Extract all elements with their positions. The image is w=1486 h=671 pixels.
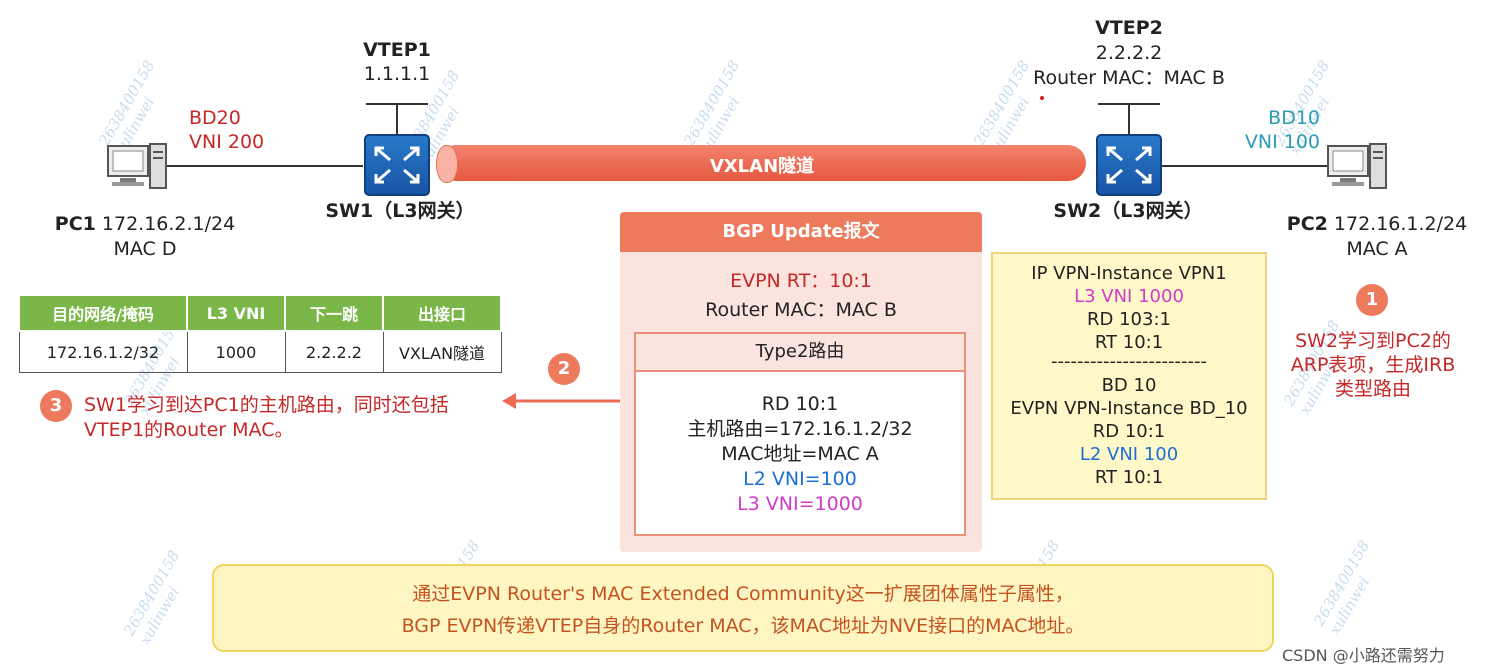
pc2-mac: MAC A	[1346, 238, 1408, 260]
vpn-evpn-instance: EVPN VPN-Instance BD_10	[1010, 398, 1248, 419]
vpn-instance-box: IP VPN-Instance VPN1 L3 VNI 1000 RD 103:…	[991, 252, 1267, 500]
cell-l3vni: 1000	[186, 330, 286, 373]
bgp-evpn-rt: EVPN RT：10:1	[730, 270, 872, 292]
pc1-mac: MAC D	[113, 238, 177, 260]
pc2-vni: VNI 100	[1244, 131, 1320, 153]
sw1-switch-icon	[364, 134, 430, 196]
cell-interface: VXLAN隧道	[382, 330, 502, 373]
note-line1: 通过EVPN Router's MAC Extended Community这一…	[412, 583, 1074, 605]
pc2-link	[1162, 165, 1327, 167]
vtep1-stem	[396, 104, 398, 134]
note-box: 通过EVPN Router's MAC Extended Community这一…	[212, 564, 1274, 652]
step-1-text: SW2学习到PC2的 ARP表项，生成IRB 类型路由	[1290, 330, 1456, 400]
pc2-ip: 172.16.1.2/24	[1333, 213, 1468, 235]
vtep2-ip: 2.2.2.2	[1095, 42, 1163, 64]
csdn-credit: CSDN @小路还需努力	[1282, 646, 1445, 665]
type2-rd: RD 10:1	[761, 393, 839, 415]
pc1-computer-icon	[106, 142, 168, 196]
pc2-bd-vni: BD10 VNI 100	[1240, 106, 1320, 154]
step-3-text: SW1学习到达PC1的主机路由，同时还包括 VTEP1的Router MAC。	[84, 394, 449, 441]
vxlan-tunnel	[438, 145, 1086, 181]
vpn-bd: BD 10	[1101, 375, 1157, 396]
vpn-evpn-rt: RT 10:1	[1094, 467, 1164, 488]
vpn-l3vni: L3 VNI 1000	[1074, 286, 1184, 307]
sw1-label: SW1（L3网关）	[325, 200, 475, 222]
arrow-to-sw1	[500, 391, 622, 415]
pc2-computer-icon	[1326, 142, 1388, 196]
type2-l2vni: L2 VNI=100	[743, 468, 857, 490]
vtep2-label: VTEP2 2.2.2.2 Router MAC：MAC B	[1004, 16, 1254, 91]
step-3-badge: 3	[40, 390, 72, 422]
vtep2-stem	[1128, 104, 1130, 134]
pc1-label: PC1 172.16.2.1/24 MAC D	[30, 212, 260, 262]
sw2-label: SW2（L3网关）	[1053, 200, 1203, 222]
vtep2-bar	[1098, 103, 1160, 105]
vpn-l2vni: L2 VNI 100	[1079, 444, 1179, 465]
col-l3vni: L3 VNI	[186, 294, 286, 332]
red-dot	[1040, 96, 1044, 100]
table-row: 172.16.1.2/32 1000 2.2.2.2 VXLAN隧道	[18, 330, 502, 373]
vpn-evpn-rd: RD 10:1	[1092, 421, 1166, 442]
pc1-link	[165, 165, 363, 167]
vtep1-bar	[366, 103, 428, 105]
cell-dest: 172.16.1.2/32	[18, 330, 188, 373]
pc1-ip: 172.16.2.1/24	[101, 213, 236, 235]
step-1-badge: 1	[1356, 284, 1388, 316]
pc2-label: PC2 172.16.1.2/24 MAC A	[1262, 212, 1486, 262]
bgp-update-title: BGP Update报文	[620, 212, 982, 252]
pc1-bd-vni: BD20 VNI 200	[189, 106, 264, 154]
pc2-name: PC2	[1286, 213, 1328, 235]
vpn-divider: ------------------------	[1051, 351, 1207, 372]
type2-route-box: Type2路由 RD 10:1 主机路由=172.16.1.2/32 MAC地址…	[634, 332, 966, 536]
pc1-vni: VNI 200	[189, 131, 265, 153]
sw2-switch-icon	[1096, 134, 1162, 196]
route-table: 目的网络/掩码 L3 VNI 下一跳 出接口 172.16.1.2/32 100…	[18, 294, 502, 373]
col-nexthop: 下一跳	[284, 294, 384, 332]
tunnel-label: VXLAN隧道	[709, 156, 815, 177]
pc1-bd: BD20	[189, 107, 241, 129]
type2-host-route: 主机路由=172.16.1.2/32	[687, 418, 913, 440]
tunnel-left-cap	[436, 145, 458, 183]
vtep1-title: VTEP1	[363, 39, 431, 61]
col-dest: 目的网络/掩码	[18, 294, 188, 332]
step-2-badge: 2	[548, 353, 580, 385]
type2-mac: MAC地址=MAC A	[721, 443, 879, 465]
vtep1-ip: 1.1.1.1	[363, 63, 431, 85]
bgp-router-mac: Router MAC：MAC B	[705, 299, 897, 321]
col-interface: 出接口	[382, 294, 502, 332]
vpn-ip-instance: IP VPN-Instance VPN1	[1031, 263, 1227, 284]
type2-l3vni: L3 VNI=1000	[737, 493, 863, 515]
vtep2-title: VTEP2	[1095, 17, 1163, 39]
cell-nexthop: 2.2.2.2	[284, 330, 384, 373]
note-line2: BGP EVPN传递VTEP自身的Router MAC，该MAC地址为NVE接口…	[401, 615, 1085, 637]
pc1-name: PC1	[54, 213, 96, 235]
vtep2-router-mac: Router MAC：MAC B	[1033, 67, 1225, 89]
type2-title: Type2路由	[636, 334, 964, 372]
vpn-rt: RT 10:1	[1094, 332, 1164, 353]
vpn-rd: RD 103:1	[1087, 309, 1171, 330]
pc2-bd: BD10	[1268, 107, 1320, 129]
vtep1-label: VTEP1 1.1.1.1	[337, 38, 457, 86]
